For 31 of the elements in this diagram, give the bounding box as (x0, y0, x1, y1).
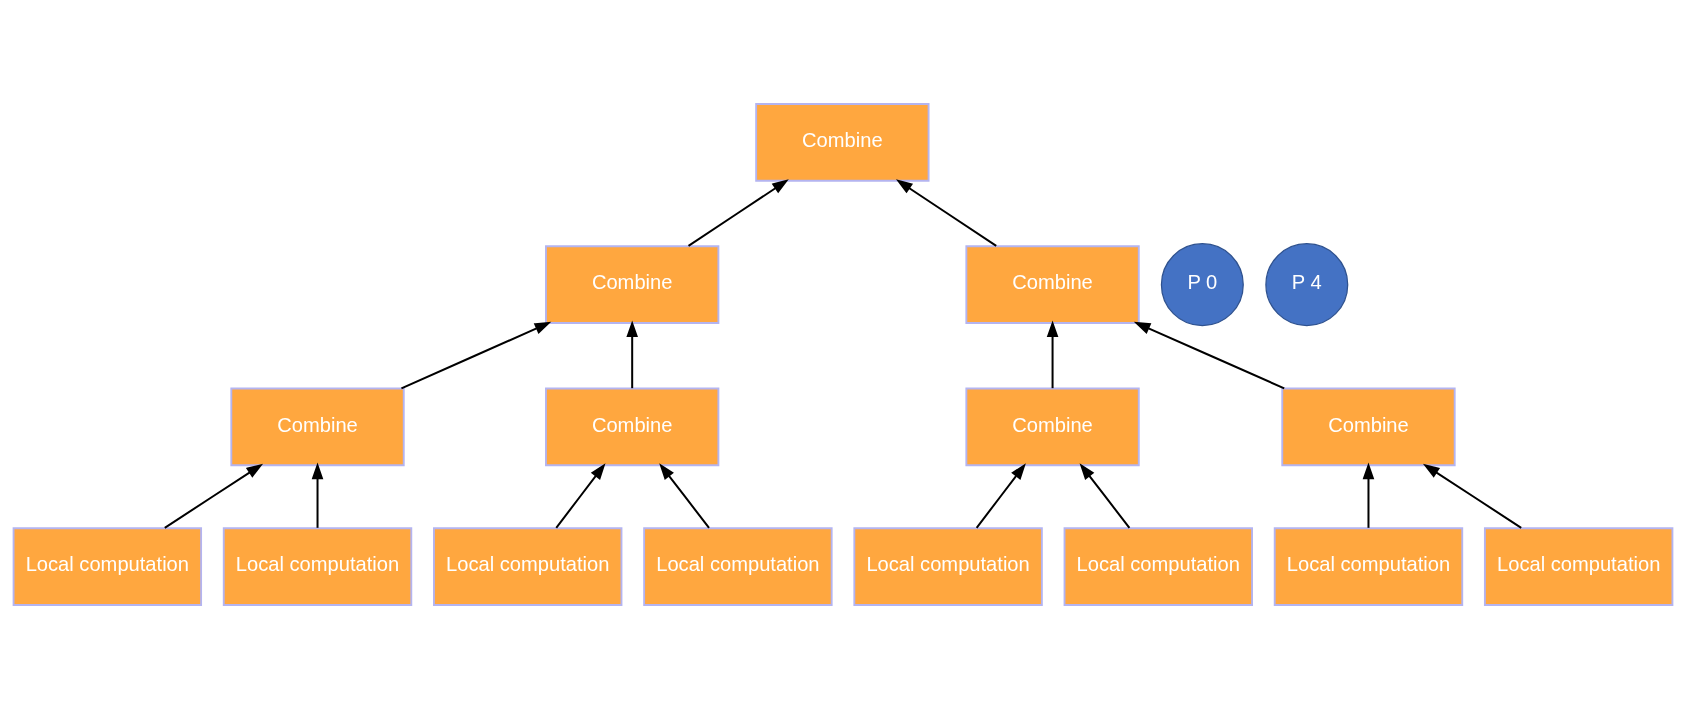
node-box: Local computation (433, 526, 623, 606)
arrow (895, 178, 997, 247)
arrow (626, 319, 638, 388)
arrow (975, 462, 1026, 528)
arrow (311, 462, 324, 528)
node-circle: P 0 (1160, 242, 1244, 326)
node-box: Combine (965, 387, 1140, 466)
node-box: Combine (755, 102, 930, 182)
node-box: Local computation (1483, 526, 1674, 606)
node-box: Local computation (1273, 526, 1464, 606)
node-box: Combine (965, 244, 1140, 324)
node-circle: P 4 (1265, 242, 1349, 326)
node-box: Combine (545, 387, 720, 466)
arrow (1046, 319, 1059, 388)
arrow (1133, 321, 1285, 389)
arrow (1079, 462, 1131, 528)
node-box: Local computation (12, 526, 203, 606)
node-box: Local computation (222, 526, 413, 606)
arrow (164, 463, 264, 529)
node-box: Local computation (1063, 526, 1253, 606)
arrow (659, 462, 710, 528)
node-box: Combine (545, 244, 720, 324)
arrow (687, 178, 789, 247)
arrow (1422, 463, 1522, 529)
arrow (401, 321, 552, 389)
arrow (1362, 462, 1375, 528)
node-box: Local computation (853, 526, 1043, 606)
node-box: Combine (230, 387, 405, 466)
arrow (555, 462, 606, 528)
node-box: Combine (1281, 387, 1456, 466)
node-box: Local computation (643, 526, 833, 606)
